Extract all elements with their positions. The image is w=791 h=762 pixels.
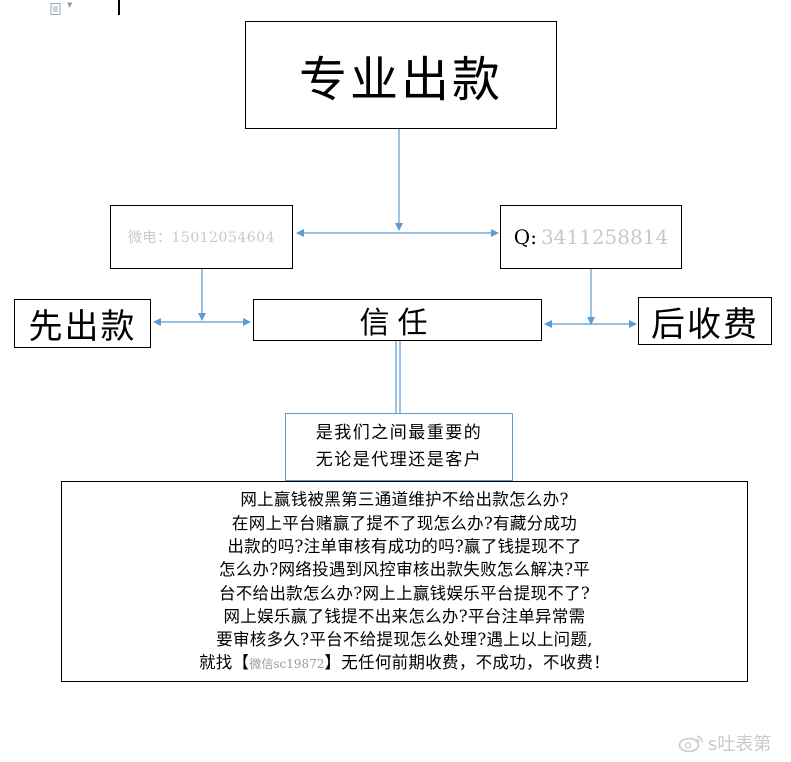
description-line: 台不给出款怎么办?网上上赢钱娱乐平台提现不了? (218, 583, 591, 603)
description-line: 网上赢钱被黑第三通道维护不给出款怎么办? (240, 490, 569, 510)
pay-first-box: 先出款 (14, 299, 151, 348)
last-line-suffix: 】无任何前期收费，不成功，不收费！ (324, 653, 611, 673)
description-line: 怎么办?网络投遇到风控审核出款失败怎么解决?平 (218, 560, 591, 580)
wechat-contact-box: 微电：15012054604 (110, 205, 293, 269)
qq-label: Q: (513, 225, 537, 249)
description-line: 在网上平台赌赢了提不了现怎么办?有藏分成功 (231, 513, 578, 533)
trust-note-line: 无论是代理还是客户 (315, 450, 483, 470)
description-box: 网上赢钱被黑第三通道维护不给出款怎么办? 在网上平台赌赢了提不了现怎么办?有藏分… (61, 481, 748, 682)
pay-first-text: 先出款 (28, 307, 137, 347)
weibo-icon (678, 735, 703, 753)
wechat-contact-text: 微电：15012054604 (128, 230, 275, 246)
trust-text: 信任 (359, 306, 436, 341)
last-line-contact: 微信sc19872 (249, 657, 325, 672)
trust-box: 信任 (253, 299, 542, 341)
document-icon (50, 0, 62, 15)
trust-note-box: 是我们之间最重要的 无论是代理还是客户 (285, 413, 513, 481)
description-line: 出款的吗?注单审核有成功的吗?赢了钱提现不了 (227, 536, 582, 556)
text-cursor (118, 0, 120, 15)
description-last-line: 就找【微信sc19872】无任何前期收费，不成功，不收费！ (199, 651, 610, 676)
description-line: 要审核多久?平台不给提现怎么处理?遇上以上问题, (216, 630, 593, 650)
trust-note-line: 是我们之间最重要的 (315, 423, 483, 443)
watermark-text: s吐表第 (708, 734, 772, 755)
qq-number: 3411258814 (540, 225, 669, 249)
title-box: 专业出款 (245, 21, 557, 129)
last-line-prefix: 就找【 (198, 653, 250, 673)
charge-after-box: 后收费 (638, 297, 772, 345)
chevron-down-icon[interactable]: ▼ (67, 1, 73, 9)
watermark: s吐表第 (678, 730, 771, 756)
qq-contact-box: Q: 3411258814 (500, 205, 682, 269)
description-line: 网上娱乐赢了钱提不出来怎么办?平台注单异常需 (223, 606, 586, 626)
title-text: 专业出款 (298, 52, 503, 108)
charge-after-text: 后收费 (651, 304, 759, 345)
